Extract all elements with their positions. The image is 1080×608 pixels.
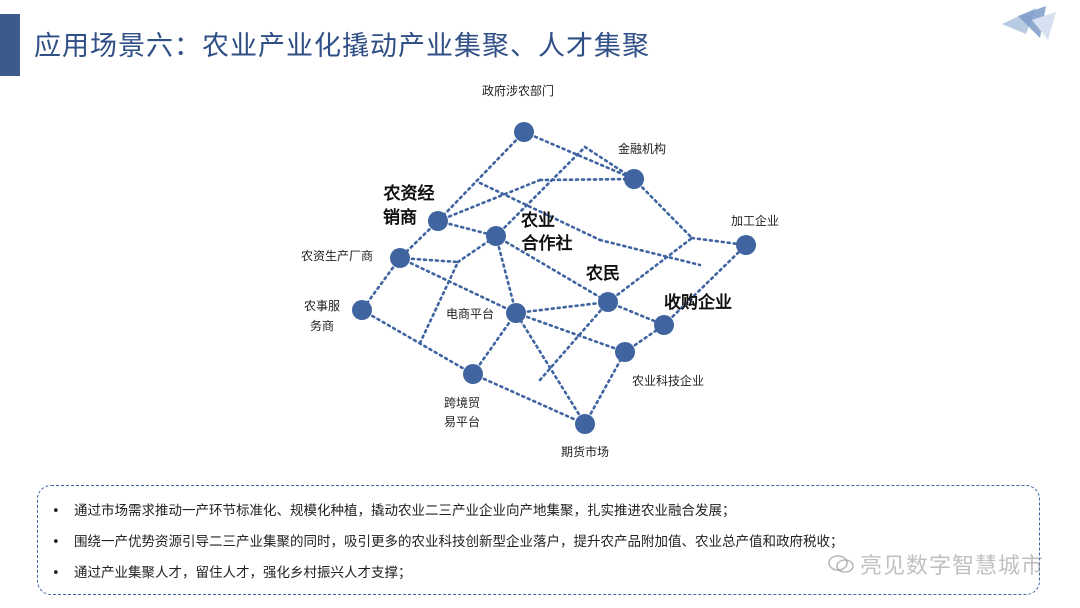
bullet-dot-icon: •	[52, 566, 60, 581]
label-crossborder-2: 易平台	[444, 414, 480, 429]
bullet-item: • 围绕一产优势资源引导二三产业集聚的同时，吸引更多的农业科技创新型企业落户，提…	[52, 527, 1021, 558]
bullet-text: 通过市场需求推动一产环节标准化、规模化种植，撬动农业二三产业企业向产地集聚，扎实…	[74, 503, 736, 519]
triangle-logo-icon	[1002, 6, 1056, 40]
label-finance: 金融机构	[618, 141, 666, 156]
network-edges	[360, 130, 748, 426]
label-coop-2: 合作社	[522, 233, 573, 254]
label-processing: 加工企业	[731, 213, 779, 228]
node-crossborder	[463, 364, 483, 384]
bullet-text: 围绕一产优势资源引导二三产业集聚的同时，吸引更多的农业科技创新型企业落户，提升农…	[74, 534, 844, 550]
node-ecommerce	[506, 303, 526, 323]
label-service-1: 农事服	[304, 299, 340, 313]
label-farmer: 农民	[585, 263, 620, 284]
node-agri-input-dealer	[428, 211, 448, 231]
watermark-text: 亮见数字智慧城市	[859, 554, 1044, 579]
bullet-text: 通过产业集聚人才，留住人才，强化乡村振兴人才支撑；	[74, 565, 412, 581]
label-tech: 农业科技企业	[632, 373, 704, 388]
label-agri-input-maker: 农资生产厂商	[301, 248, 373, 263]
wechat-icon	[828, 555, 854, 573]
label-crossborder-1: 跨境贸	[444, 395, 480, 410]
bullet-item: • 通过产业集聚人才，留住人才，强化乡村振兴人才支撑；	[52, 558, 1021, 589]
bullet-item: • 通过市场需求推动一产环节标准化、规模化种植，撬动农业二三产业企业向产地集聚，…	[52, 496, 1021, 527]
label-agri-input-dealer-1: 农资经	[383, 183, 435, 204]
node-finance	[624, 169, 644, 189]
label-service-2: 务商	[310, 318, 334, 333]
node-futures	[575, 414, 595, 434]
node-purchase	[654, 315, 674, 335]
summary-bullet-box: • 通过市场需求推动一产环节标准化、规模化种植，撬动农业二三产业企业向产地集聚，…	[37, 485, 1040, 595]
bullet-dot-icon: •	[52, 535, 60, 550]
page-title: 应用场景六：农业产业化撬动产业集聚、人才集聚	[34, 31, 650, 62]
industry-network-diagram: 政府涉农部门 金融机构 加工企业 农资经 销商 农业 合作社 农资生产厂商 农民…	[301, 83, 779, 459]
node-processing	[736, 235, 756, 255]
node-farmer	[598, 292, 618, 312]
label-purchase: 收购企业	[664, 292, 732, 313]
label-coop-1: 农业	[520, 210, 555, 231]
label-ecommerce: 电商平台	[446, 306, 494, 321]
label-agri-input-dealer-2: 销商	[383, 207, 417, 228]
node-agri-input-maker	[390, 248, 410, 268]
label-futures: 期货市场	[561, 444, 609, 459]
label-gov: 政府涉农部门	[482, 83, 554, 98]
bullet-dot-icon: •	[52, 504, 60, 519]
node-tech	[615, 342, 635, 362]
node-coop	[486, 226, 506, 246]
node-gov	[514, 122, 534, 142]
node-service	[352, 300, 372, 320]
watermark: 亮见数字智慧城市	[828, 548, 1044, 580]
title-accent-bar	[0, 14, 20, 76]
